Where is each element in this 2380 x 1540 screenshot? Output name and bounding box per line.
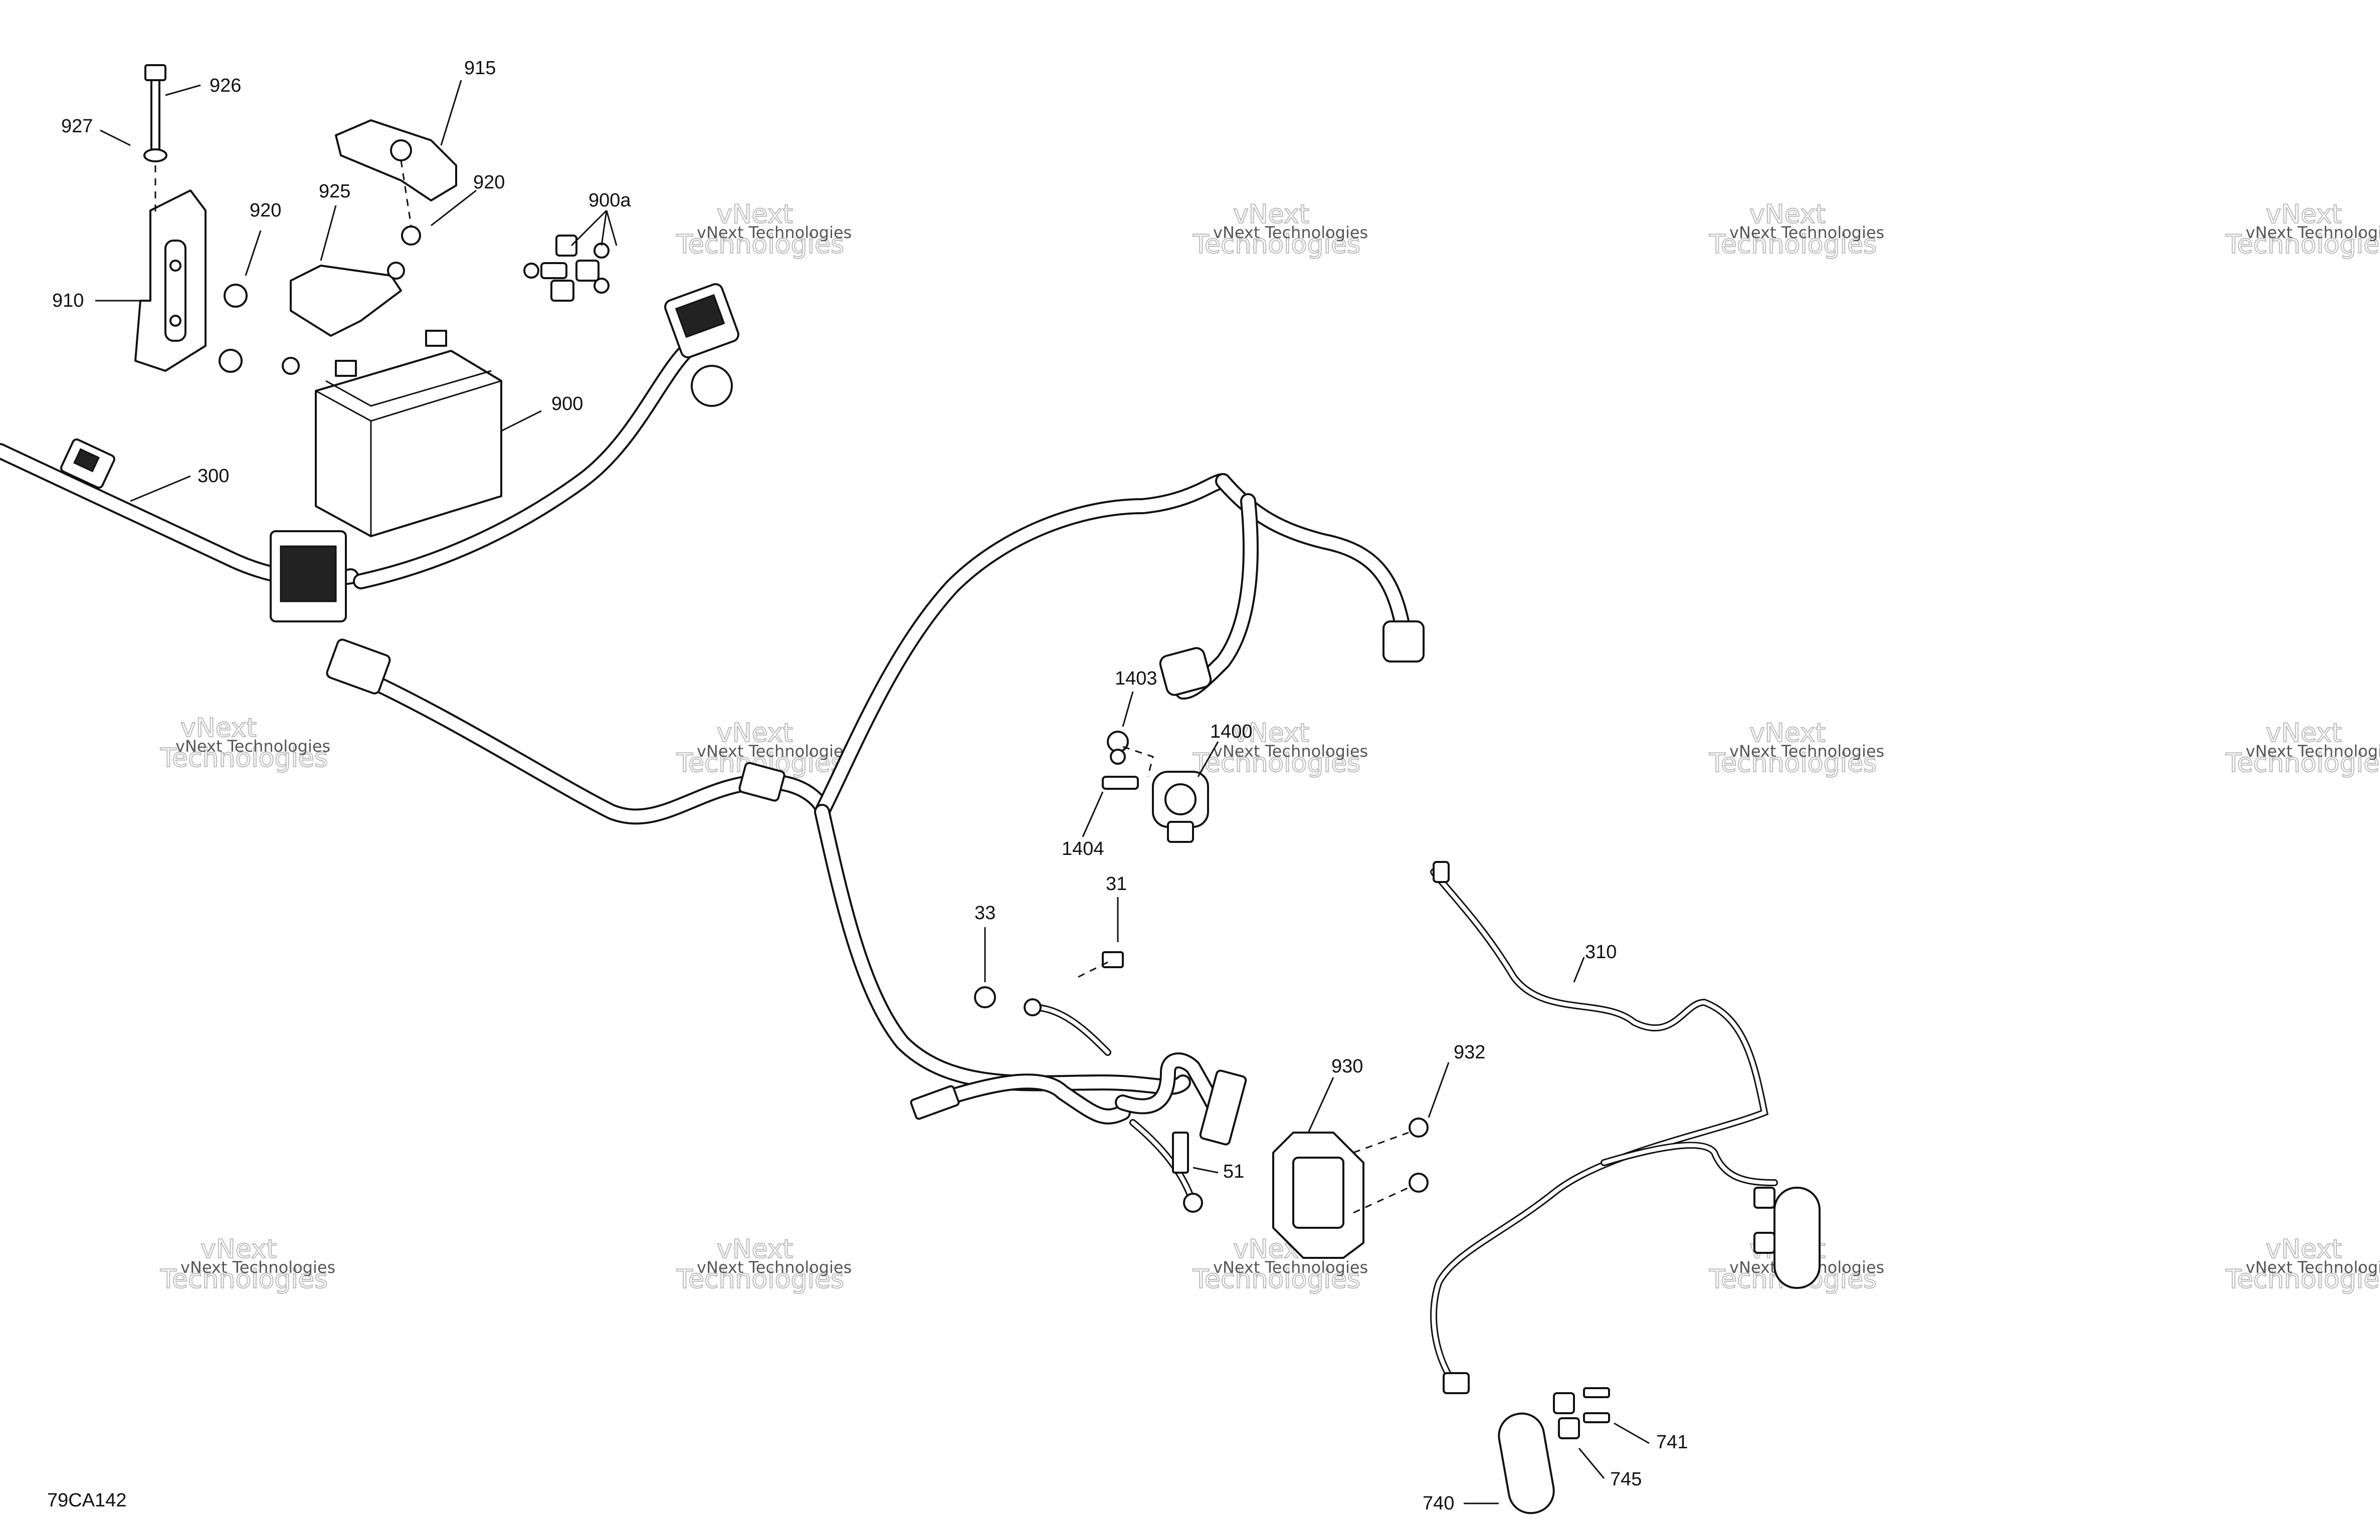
watermark: vNext Technologies vNext Technologies [1192, 718, 1368, 779]
bolt-and-washer [143, 64, 167, 215]
watermark-layer: vNext Technologies vNext Technologies vN… [159, 199, 2380, 1295]
callout-926: 926 [210, 75, 241, 96]
svg-text:Technologies: Technologies [1193, 1264, 1360, 1294]
watermark: vNext Technologies vNext Technologies [1192, 1234, 1368, 1295]
watermark: vNext Technologies vNext Technologies [2225, 1234, 2380, 1295]
callout-900: 900 [551, 393, 583, 414]
callout-930: 930 [1331, 1056, 1363, 1077]
svg-text:vNext: vNext [201, 1234, 277, 1264]
callout-915: 915 [464, 58, 496, 79]
svg-text:vNext: vNext [2266, 718, 2342, 748]
svg-text:vNext: vNext [2266, 1234, 2342, 1264]
callout-741: 741 [1656, 1432, 1688, 1453]
watermark: vNext Technologies vNext Technologies [1708, 199, 1884, 260]
svg-text:vNext Technologies: vNext Technologies [1213, 1258, 1368, 1277]
callout-labels: 926 927 915 920 920 925 900a 910 900 300… [52, 58, 1688, 1514]
svg-text:vNext: vNext [717, 718, 793, 748]
callout-1400: 1400 [1210, 721, 1253, 742]
tail-light-right [1773, 1187, 1821, 1289]
svg-text:vNext: vNext [1233, 718, 1309, 748]
callout-1404: 1404 [1062, 838, 1104, 859]
svg-text:vNext: vNext [717, 1234, 793, 1264]
svg-text:Technologies: Technologies [1709, 748, 1877, 778]
svg-text:vNext: vNext [180, 713, 257, 743]
harness-connectors [60, 283, 1425, 1213]
leader-lines [95, 80, 1650, 1504]
watermark: vNext Technologies vNext Technologies [1192, 199, 1368, 260]
callout-920: 920 [250, 200, 281, 221]
tail-light-left [1498, 1387, 1610, 1514]
svg-text:vNext Technologies: vNext Technologies [2246, 742, 2380, 761]
watermark: vNext Technologies vNext Technologies [676, 1234, 852, 1295]
svg-text:vNext Technologies: vNext Technologies [1729, 742, 1884, 761]
svg-text:Technologies: Technologies [1193, 748, 1360, 778]
svg-text:vNext: vNext [1749, 718, 1826, 748]
svg-text:vNext: vNext [1749, 199, 1826, 230]
svg-text:Technologies: Technologies [676, 1264, 844, 1294]
watermark: vNext Technologies vNext Technologies [676, 199, 852, 260]
callout-920: 920 [473, 172, 505, 193]
svg-text:vNext Technologies: vNext Technologies [1213, 223, 1368, 242]
ground-hardware [974, 951, 1189, 1174]
svg-text:vNext Technologies: vNext Technologies [697, 223, 852, 242]
diagram-code: 79CA142 [47, 1490, 126, 1511]
callout-300: 300 [197, 466, 229, 487]
callout-33: 33 [974, 903, 996, 924]
svg-text:Technologies: Technologies [676, 230, 844, 260]
svg-text:vNext Technologies: vNext Technologies [1729, 223, 1884, 242]
svg-text:Technologies: Technologies [2225, 230, 2380, 260]
callout-1403: 1403 [1115, 668, 1157, 689]
svg-text:Technologies: Technologies [160, 743, 328, 773]
svg-text:vNext: vNext [717, 199, 793, 230]
svg-text:vNext Technologies: vNext Technologies [175, 737, 330, 756]
watermark: vNext Technologies vNext Technologies [676, 718, 852, 779]
callout-31: 31 [1106, 873, 1127, 895]
callout-51: 51 [1223, 1161, 1244, 1182]
cover-plate [290, 262, 405, 337]
callout-740: 740 [1423, 1493, 1454, 1514]
tail-light-harness [1430, 861, 1778, 1394]
terminal-cover [335, 119, 457, 246]
battery [315, 330, 502, 537]
callout-745: 745 [1610, 1469, 1642, 1490]
svg-text:Technologies: Technologies [2225, 1264, 2380, 1294]
callout-932: 932 [1454, 1042, 1485, 1063]
svg-text:Technologies: Technologies [1709, 230, 1877, 260]
svg-text:vNext Technologies: vNext Technologies [2246, 223, 2380, 242]
callout-910: 910 [52, 290, 84, 311]
control-module [1272, 1118, 1429, 1259]
battery-hardware [523, 235, 610, 302]
svg-text:vNext Technologies: vNext Technologies [697, 1258, 852, 1277]
callout-900a: 900a [588, 190, 631, 211]
svg-text:vNext Technologies: vNext Technologies [180, 1258, 335, 1277]
watermark: vNext Technologies vNext Technologies [159, 1234, 335, 1295]
battery-hold-down [134, 189, 300, 375]
callout-310: 310 [1585, 942, 1617, 963]
svg-text:vNext Technologies: vNext Technologies [2246, 1258, 2380, 1277]
callout-925: 925 [319, 181, 350, 202]
svg-text:vNext Technologies: vNext Technologies [1213, 742, 1368, 761]
svg-text:Technologies: Technologies [160, 1264, 328, 1294]
watermark: vNext Technologies vNext Technologies [2225, 199, 2380, 260]
watermark: vNext Technologies vNext Technologies [1708, 718, 1884, 779]
watermark: vNext Technologies vNext Technologies [159, 713, 330, 774]
svg-text:vNext: vNext [1233, 199, 1309, 230]
sensor-assembly [1102, 731, 1209, 843]
svg-text:vNext: vNext [2266, 199, 2342, 230]
svg-text:Technologies: Technologies [2225, 748, 2380, 778]
svg-text:Technologies: Technologies [1193, 230, 1360, 260]
callout-927: 927 [61, 116, 93, 137]
watermark: vNext Technologies vNext Technologies [2225, 718, 2380, 779]
svg-text:vNext Technologies: vNext Technologies [697, 742, 852, 761]
